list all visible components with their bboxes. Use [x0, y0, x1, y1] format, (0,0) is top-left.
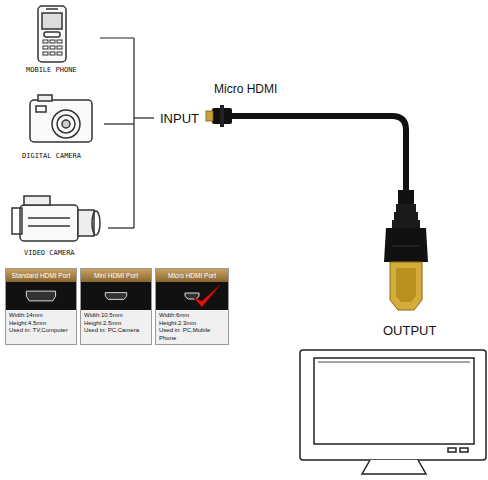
card-body: Width:6mm Height:2.3mmUsed in: PC,Mobile… — [156, 310, 228, 344]
card-heading: Standard HDMI Port — [6, 269, 76, 282]
card-spec: Width:14mm Height:4.5mm — [9, 312, 73, 327]
port-image — [6, 282, 76, 310]
device-label: MOBILE PHONE — [26, 66, 77, 74]
phone-icon — [38, 6, 66, 62]
device-label: VIDEO CAMERA — [24, 249, 75, 257]
hdmi-cable — [206, 105, 428, 310]
tv-monitor — [300, 350, 486, 474]
port-image — [81, 282, 151, 310]
input-bracket — [100, 38, 154, 228]
port-direction: OUTPUT — [383, 323, 436, 338]
connector-name: Micro HDMI — [214, 82, 277, 96]
card-body: Width:10.5mm Height:2.5mmUsed in: PC,Cam… — [81, 310, 151, 337]
video-camera-icon — [12, 196, 100, 241]
port-card: Standard HDMI PortWidth:14mm Height:4.5m… — [5, 268, 77, 345]
card-spec: Width:10.5mm Height:2.5mm — [84, 312, 148, 327]
port-picture — [156, 282, 228, 310]
card-spec: Used in: PC,Mobile Phone — [159, 327, 225, 342]
card-body: Width:14mm Height:4.5mmUsed in: TV,Compu… — [6, 310, 76, 337]
card-spec: Used in: TV,Computer — [9, 327, 73, 335]
card-spec: Width:6mm Height:2.3mm — [159, 312, 225, 327]
card-spec: Used in: PC,Camera — [84, 327, 148, 335]
camera-icon — [30, 95, 92, 142]
port-card: Micro HDMI PortWidth:6mm Height:2.3mmUse… — [155, 268, 229, 345]
port-card: Mini HDMI PortWidth:10.5mm Height:2.5mmU… — [80, 268, 152, 345]
card-heading: Micro HDMI Port — [156, 269, 228, 282]
device-label: DIGITAL CAMERA — [22, 152, 81, 160]
card-heading: Mini HDMI Port — [81, 269, 151, 282]
port-direction: INPUT — [160, 111, 199, 126]
port-picture — [81, 282, 151, 310]
port-picture — [6, 282, 76, 310]
port-image — [156, 282, 228, 310]
